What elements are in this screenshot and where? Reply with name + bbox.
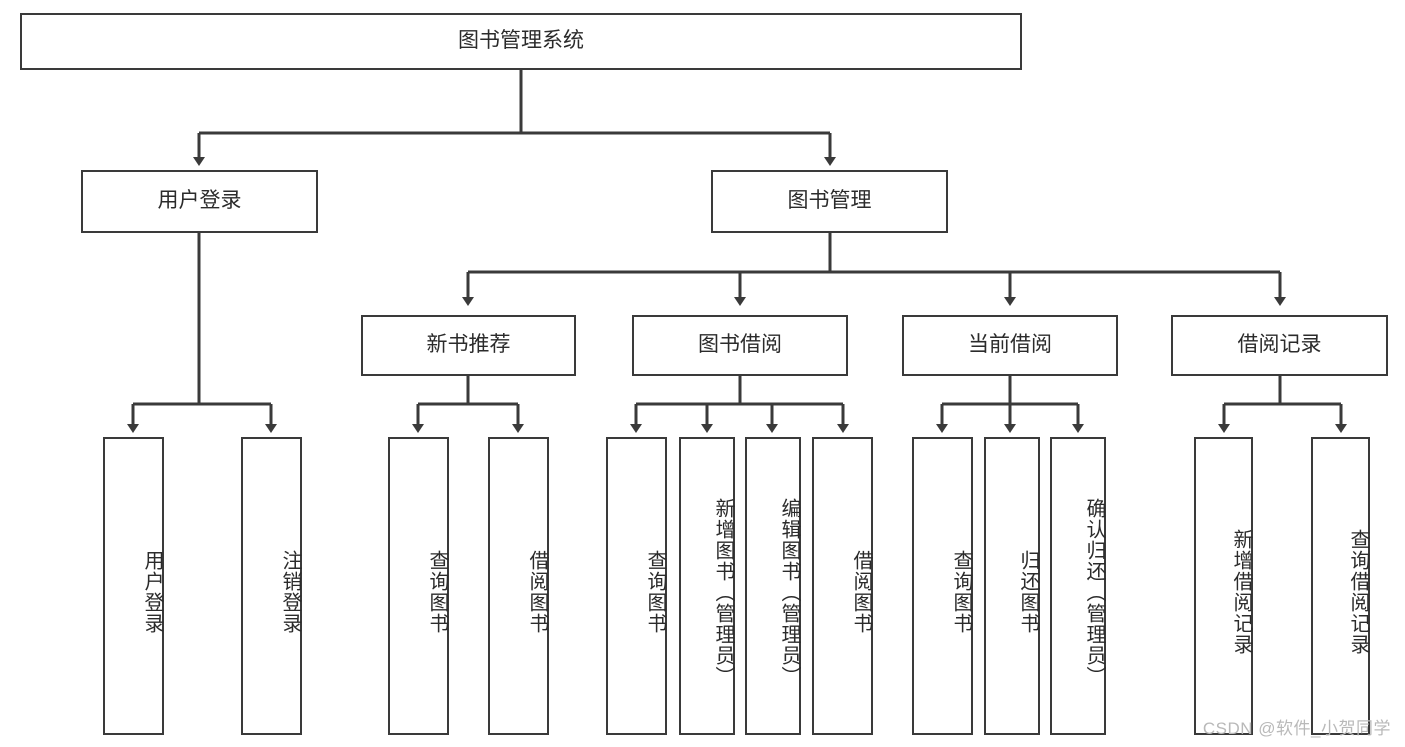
leaf-query-book-borrow[interactable]: 查询图书	[606, 437, 667, 735]
leaf-label: 借阅图书	[526, 550, 548, 634]
leaf-label: 用户登录	[141, 550, 163, 634]
leaf-label: 借阅图书	[850, 550, 872, 634]
leaf-label: 查询图书	[426, 550, 448, 634]
node-current-borrow[interactable]: 当前借阅	[902, 315, 1118, 376]
leaf-query-book-recommend[interactable]: 查询图书	[388, 437, 449, 735]
leaf-edit-book-admin[interactable]: 编辑图书（管理员）	[745, 437, 801, 735]
leaf-return-book[interactable]: 归还图书	[984, 437, 1040, 735]
leaf-label: 查询图书	[644, 550, 666, 634]
leaf-query-borrow-record[interactable]: 查询借阅记录	[1311, 437, 1370, 735]
leaf-add-book-admin[interactable]: 新增图书（管理员）	[679, 437, 735, 735]
leaf-user-login[interactable]: 用户登录	[103, 437, 164, 735]
leaf-confirm-return-admin[interactable]: 确认归还（管理员）	[1050, 437, 1106, 735]
node-book-management[interactable]: 图书管理	[711, 170, 948, 233]
leaf-label: 编辑图书（管理员）	[778, 497, 800, 687]
leaf-label: 查询图书	[950, 550, 972, 634]
node-user-login[interactable]: 用户登录	[81, 170, 318, 233]
leaf-borrow-book-recommend[interactable]: 借阅图书	[488, 437, 549, 735]
node-root-system[interactable]: 图书管理系统	[20, 13, 1022, 70]
leaf-label: 注销登录	[279, 550, 301, 634]
leaf-label: 新增图书（管理员）	[712, 497, 734, 687]
node-borrow-record[interactable]: 借阅记录	[1171, 315, 1388, 376]
leaf-logout-login[interactable]: 注销登录	[241, 437, 302, 735]
node-book-borrow[interactable]: 图书借阅	[632, 315, 848, 376]
leaf-label: 查询借阅记录	[1347, 529, 1369, 655]
leaf-label: 归还图书	[1017, 550, 1039, 634]
node-new-book-recommend[interactable]: 新书推荐	[361, 315, 576, 376]
leaf-add-borrow-record[interactable]: 新增借阅记录	[1194, 437, 1253, 735]
leaf-label: 新增借阅记录	[1230, 529, 1252, 655]
leaf-query-book-current[interactable]: 查询图书	[912, 437, 973, 735]
leaf-borrow-book[interactable]: 借阅图书	[812, 437, 873, 735]
leaf-label: 确认归还（管理员）	[1083, 497, 1105, 687]
